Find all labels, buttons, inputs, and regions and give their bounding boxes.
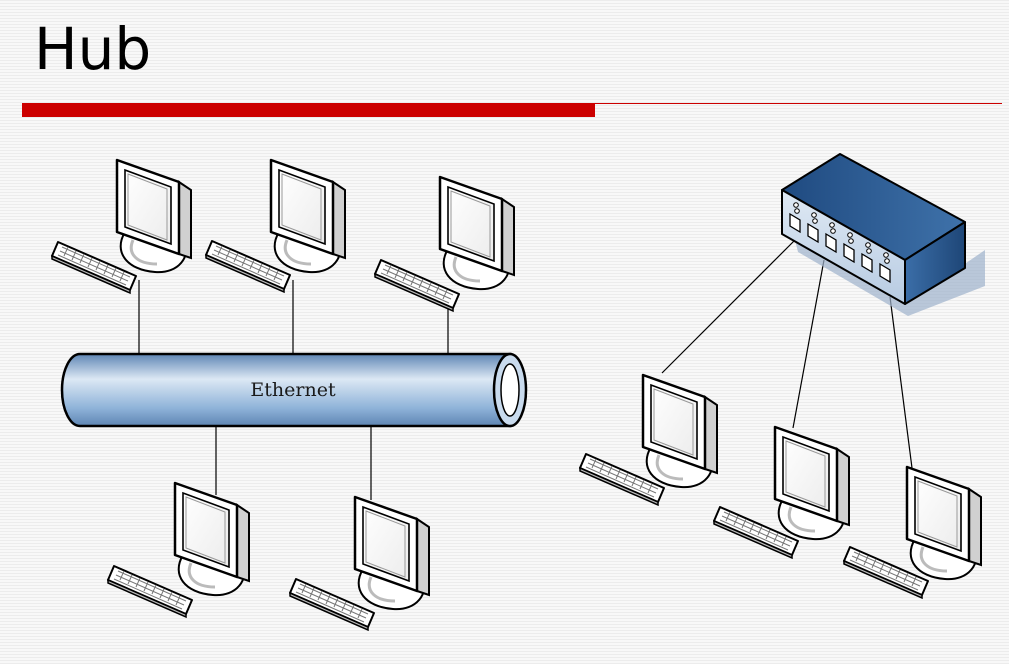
hub-status-leds — [793, 202, 890, 264]
title-accent-bar — [22, 103, 595, 117]
computer-workstation-icon — [773, 425, 851, 541]
hub-workstation — [713, 425, 851, 559]
bus-label: Ethernet — [250, 379, 336, 401]
bus-drop-cables — [138, 280, 449, 500]
network-hub-icon — [781, 153, 985, 316]
bus-workstation — [51, 158, 193, 294]
bus-workstation — [205, 158, 347, 293]
hub-workstation — [843, 465, 983, 599]
computer-workstation-icon — [115, 158, 193, 274]
slide-title: Hub — [34, 15, 152, 83]
bus-workstation — [107, 481, 251, 618]
ethernet-bus-cable-icon — [60, 352, 528, 428]
bus-workstation — [374, 175, 516, 312]
title-accent-line — [595, 103, 1002, 104]
computer-workstation-icon — [173, 481, 251, 597]
hub-ports — [789, 212, 891, 284]
bus-network: Ethernet — [51, 158, 528, 631]
hub-workstation — [579, 373, 719, 506]
computer-workstation-icon — [641, 373, 719, 489]
computer-workstation-icon — [438, 175, 516, 291]
computer-workstation-icon — [269, 158, 347, 274]
computer-workstation-icon — [353, 495, 431, 611]
computer-workstation-icon — [905, 465, 983, 581]
hub-cables — [661, 239, 913, 469]
bus-workstation — [289, 495, 431, 631]
hub-network — [579, 153, 985, 599]
